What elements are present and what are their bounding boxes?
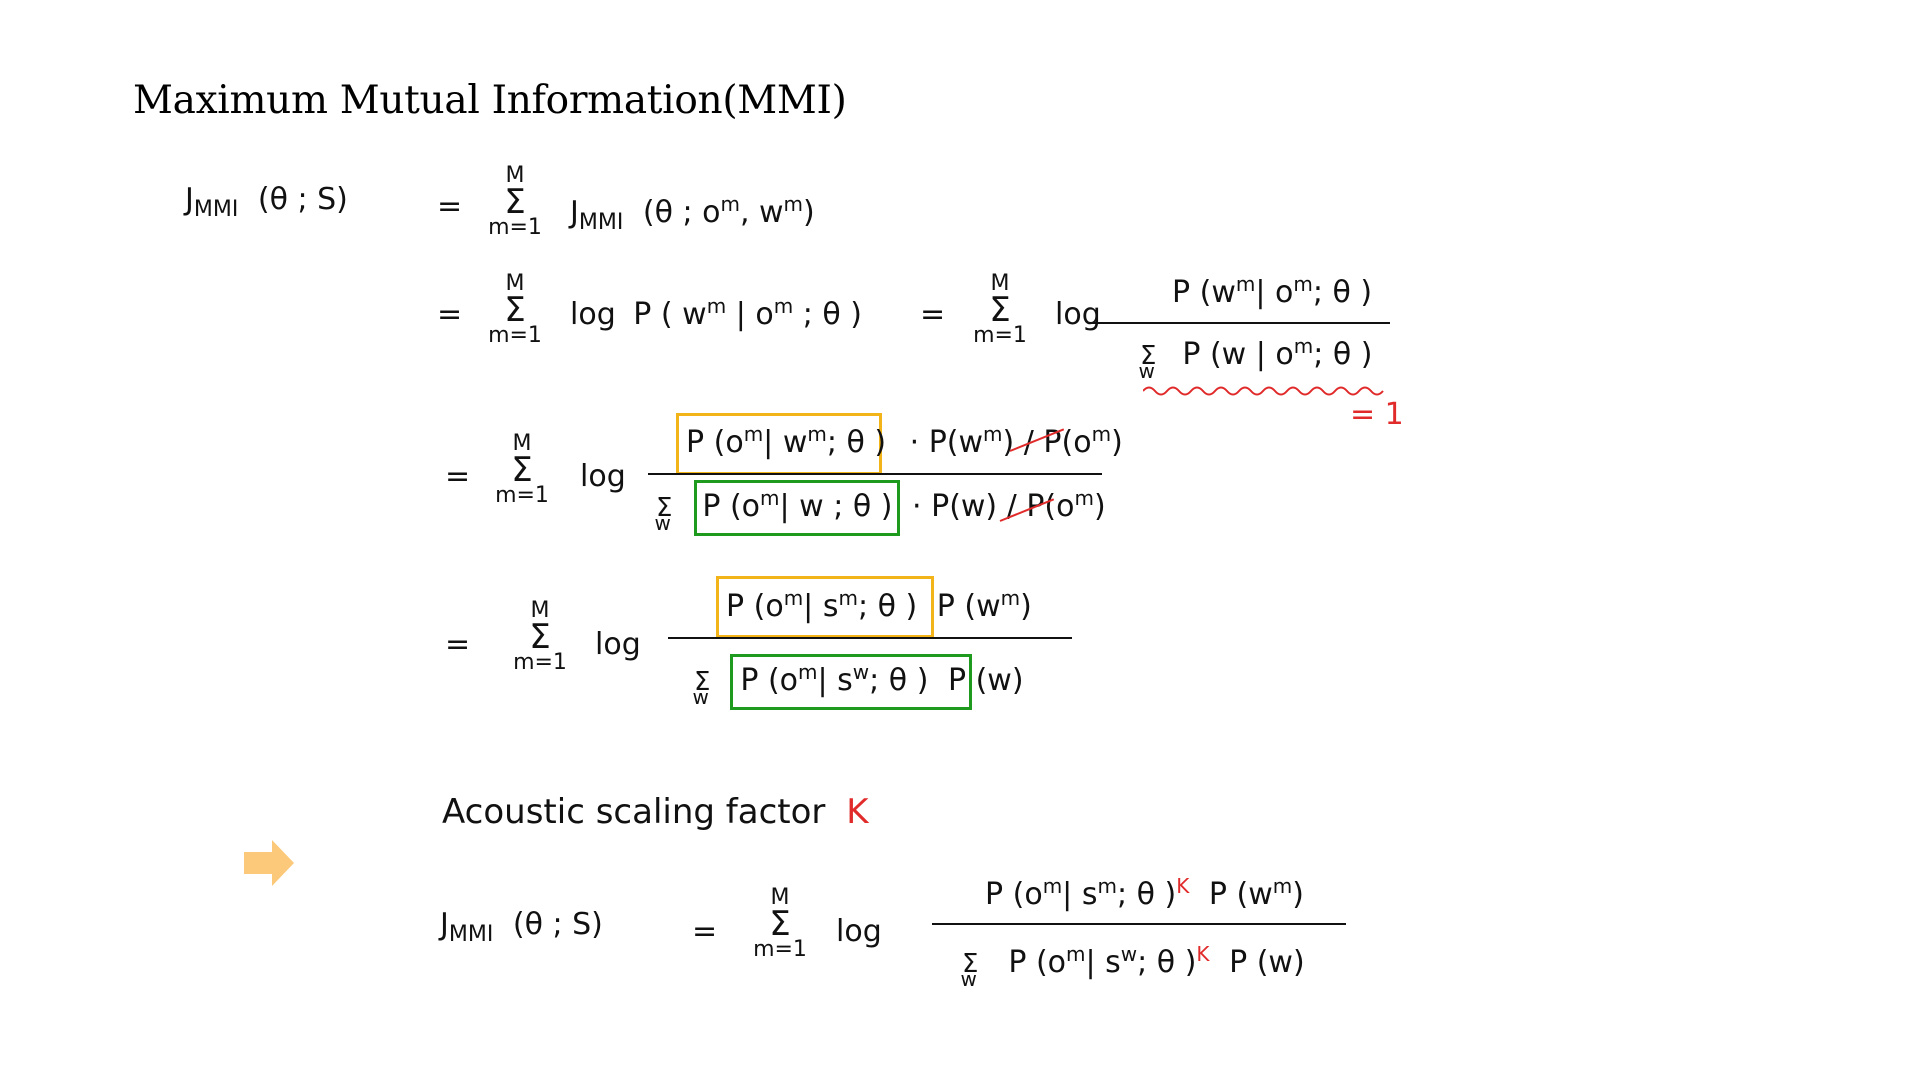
frac-3-numerator: P (om| wm; θ ) · P(wm) / P(om): [686, 422, 1123, 460]
frac-4-bar: [668, 637, 1072, 639]
eq-line-2-term: log P ( wm | om ; θ ): [570, 294, 862, 332]
frac-4-numerator: P (om| sm; θ ) P (wm): [726, 586, 1032, 624]
eq-line-2-equals: =: [437, 297, 463, 332]
highlight-box-green-3: [694, 480, 900, 536]
frac-2-numerator: P (wm| om; θ ): [1172, 272, 1373, 310]
eq-line-1-equals: =: [437, 189, 463, 224]
eq-line-3-log: log: [580, 459, 626, 494]
eq-line-1-lhs: JMMI (θ ; S): [185, 182, 348, 222]
eq-line-5-lhs: JMMI (θ ; S): [440, 907, 603, 947]
frac-5-bar: [932, 923, 1346, 925]
arrow-right-icon: [244, 840, 294, 886]
wavy-underline: [1143, 386, 1384, 396]
frac-5-numerator: P (om| sm; θ )K P (wm): [985, 874, 1304, 912]
frac-4-denominator: Σw P (om| sw; θ ) P (w): [692, 660, 1024, 709]
eq-line-4-log: log: [595, 627, 641, 662]
slide-title: Maximum Mutual Information(MMI): [133, 78, 847, 123]
frac-2-denominator: Σw P (w | om; θ ): [1138, 334, 1373, 383]
acoustic-scaling-note: Acoustic scaling factor K: [442, 792, 869, 832]
frac-5-denominator: Σw P (om| sw; θ )K P (w): [960, 942, 1305, 991]
eq-line-2-equals-b: =: [920, 297, 946, 332]
eq-line-3-equals: =: [445, 459, 471, 494]
equals-one-note: = 1: [1350, 397, 1404, 432]
eq-line-5-equals: =: [692, 914, 718, 949]
eq-line-2-log: log: [1055, 297, 1101, 332]
eq-line-4-equals: =: [445, 627, 471, 662]
eq-line-5-log: log: [836, 914, 882, 949]
frac-2-bar: [1090, 322, 1390, 324]
eq-line-1-rhs: JMMI (θ ; om, wm): [570, 192, 815, 235]
frac-3-denominator: Σw P (om| w ; θ ) · P(w) / P(om): [654, 486, 1106, 535]
highlight-box-green-4: [730, 654, 972, 710]
frac-3-bar: [648, 473, 1102, 475]
highlight-box-yellow-4: [716, 576, 934, 638]
